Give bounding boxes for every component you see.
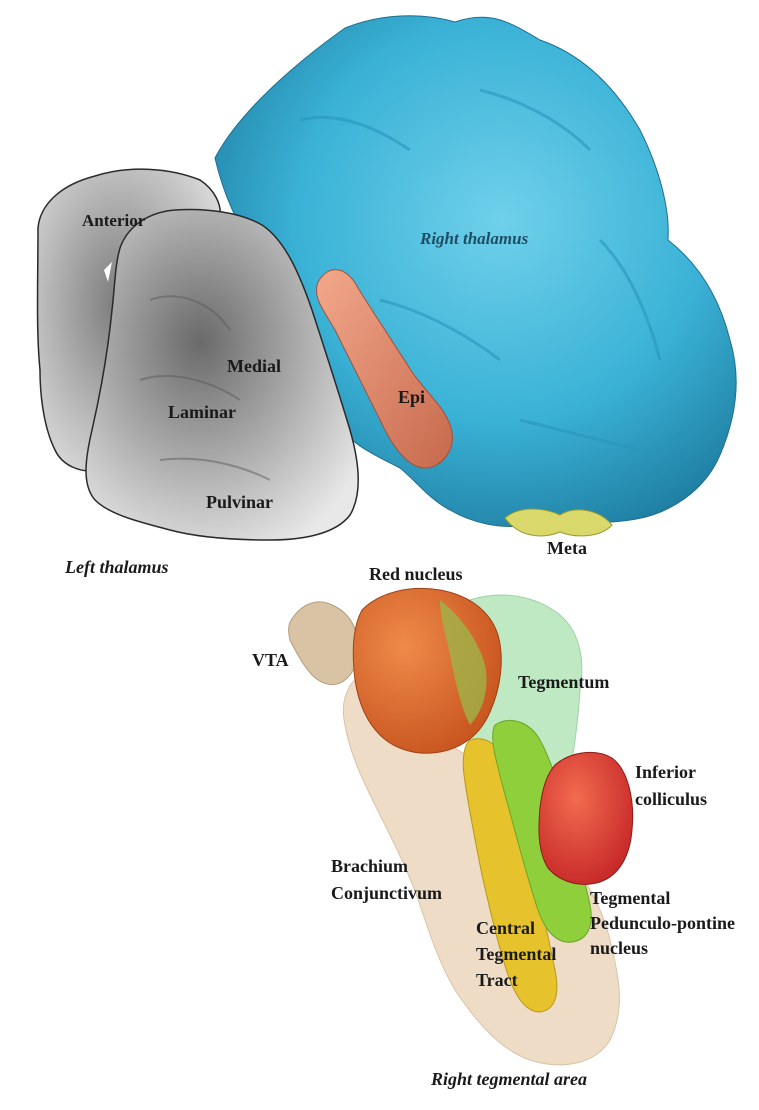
label-red-nucleus: Red nucleus [369, 564, 463, 584]
label-right-thalamus: Right thalamus [419, 229, 529, 248]
label-tract: Tract [476, 970, 518, 990]
label-vta: VTA [252, 650, 289, 670]
label-nucleus: nucleus [590, 938, 648, 958]
label-anterior: Anterior [82, 211, 146, 230]
label-tegmentum: Tegmentum [518, 672, 609, 692]
label-pedunculo-pontine: Pedunculo-pontine [590, 913, 735, 933]
label-inferior: Inferior [635, 762, 696, 782]
label-conjunctivum: Conjunctivum [331, 883, 442, 903]
vta-shape [289, 602, 359, 685]
label-medial: Medial [227, 356, 281, 376]
label-left-thalamus: Left thalamus [64, 557, 169, 577]
label-colliculus: colliculus [635, 789, 707, 809]
label-epi: Epi [398, 387, 425, 407]
label-central: Central [476, 918, 535, 938]
label-meta: Meta [547, 538, 587, 558]
label-brachium: Brachium [331, 856, 408, 876]
label-tegmental-ctt: Tegmental [476, 944, 556, 964]
inferior-colliculus-shape [539, 752, 633, 884]
label-tegmental-ppn: Tegmental [590, 888, 670, 908]
label-laminar: Laminar [168, 402, 236, 422]
label-right-tegmental-area: Right tegmental area [430, 1069, 587, 1089]
label-pulvinar: Pulvinar [206, 492, 273, 512]
